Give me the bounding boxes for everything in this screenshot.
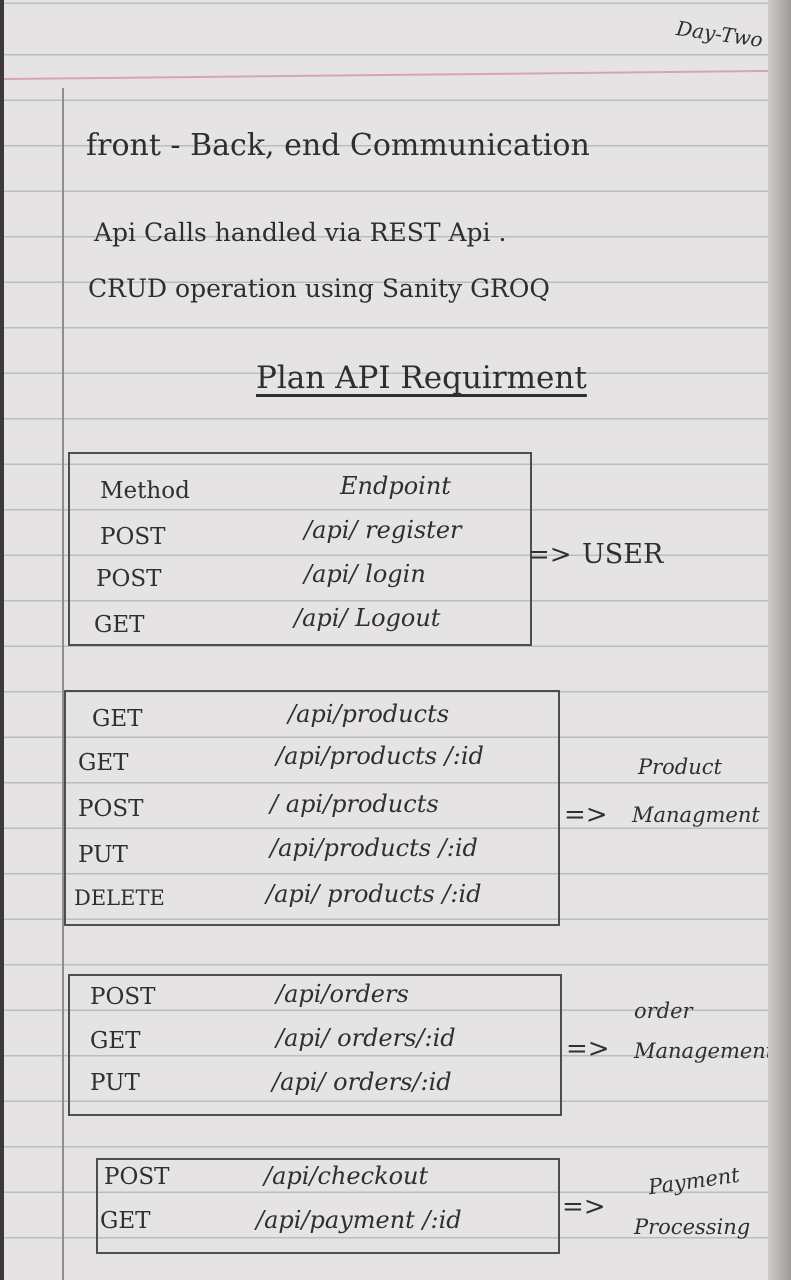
method-cell: POST — [104, 1164, 170, 1190]
user-endpoints-box — [68, 452, 532, 646]
method-header: Method — [100, 478, 190, 504]
group-label-user: USER — [582, 539, 664, 570]
endpoint-cell: /api/products — [288, 700, 450, 728]
method-cell: GET — [94, 612, 145, 638]
endpoint-cell: /api/ login — [304, 560, 426, 588]
method-cell: DELETE — [74, 886, 165, 910]
endpoint-cell: /api/ orders/:id — [276, 1024, 456, 1052]
method-cell: GET — [78, 750, 129, 776]
section-heading: Plan API Requirment — [256, 360, 587, 396]
left-margin-line — [62, 88, 64, 1280]
endpoint-cell: /api/products /:id — [270, 834, 478, 862]
top-margin-line — [4, 69, 768, 81]
group-label-product: Product — [638, 755, 722, 779]
endpoint-cell: /api/ products /:id — [266, 880, 482, 908]
group-label-order: Management — [634, 1039, 768, 1063]
method-cell: PUT — [78, 842, 128, 868]
order-endpoints-box — [68, 974, 562, 1116]
group-label-payment: Payment — [646, 1162, 742, 1200]
endpoint-cell: /api/ orders/:id — [272, 1068, 452, 1096]
group-arrow: => — [528, 540, 572, 570]
endpoint-cell: /api/payment /:id — [256, 1206, 462, 1234]
endpoint-cell: /api/checkout — [264, 1162, 429, 1190]
endpoint-cell: /api/ register — [304, 516, 462, 544]
product-endpoints-box — [64, 690, 560, 926]
endpoint-cell: /api/ Logout — [294, 604, 441, 632]
endpoint-cell: /api/orders — [276, 980, 409, 1008]
group-arrow: => — [562, 1192, 606, 1222]
method-cell: GET — [90, 1028, 141, 1054]
day-label: Day-Two — [674, 16, 765, 52]
group-label-product: Managment — [632, 803, 760, 827]
method-cell: POST — [100, 524, 166, 550]
group-arrow: => — [566, 1034, 610, 1064]
note-line-crud: CRUD operation using Sanity GROQ — [88, 274, 550, 303]
endpoint-cell: / api/products — [270, 790, 439, 818]
method-cell: PUT — [90, 1070, 140, 1096]
group-arrow: => — [564, 800, 608, 830]
method-cell: GET — [100, 1208, 151, 1234]
group-label-payment: Processing — [634, 1215, 751, 1239]
method-cell: POST — [90, 984, 156, 1010]
notebook-page: Day-Two front - Back, end Communication … — [4, 0, 768, 1280]
method-cell: POST — [96, 566, 162, 592]
endpoint-header: Endpoint — [340, 472, 451, 500]
page-title: front - Back, end Communication — [86, 128, 590, 163]
endpoint-cell: /api/products /:id — [276, 742, 484, 770]
method-cell: POST — [78, 796, 144, 822]
note-line-rest: Api Calls handled via REST Api . — [94, 218, 507, 247]
page-edge — [768, 0, 791, 1280]
method-cell: GET — [92, 706, 143, 732]
group-label-order: order — [634, 999, 693, 1023]
payment-endpoints-box — [96, 1158, 560, 1254]
